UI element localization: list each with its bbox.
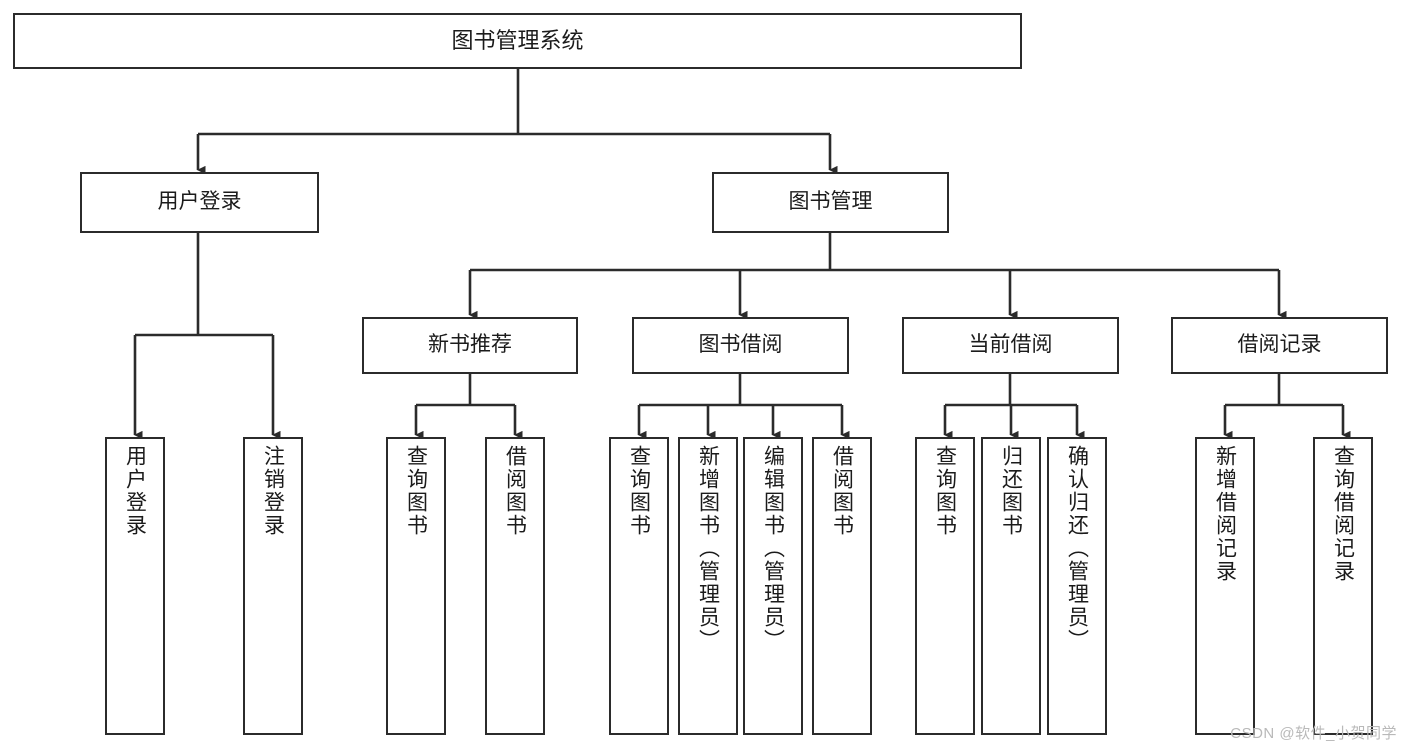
node-book-management-label: 图书管理: [788, 190, 873, 214]
node-new-book-recommend-label: 新书推荐: [428, 333, 512, 357]
node-leaf-user-login-label: 用户登录: [123, 445, 147, 537]
node-root[interactable]: 图书管理系统: [13, 13, 1022, 69]
node-new-book-recommend[interactable]: 新书推荐: [362, 317, 578, 374]
node-leaf-query-book-3-label: 查询图书: [933, 445, 957, 537]
node-leaf-add-book-admin[interactable]: 新增图书（管理员）: [678, 437, 738, 735]
node-leaf-borrow-book-2-label: 借阅图书: [830, 445, 854, 537]
node-borrow-record[interactable]: 借阅记录: [1171, 317, 1388, 374]
node-leaf-borrow-book-2[interactable]: 借阅图书: [812, 437, 872, 735]
node-leaf-query-book-1[interactable]: 查询图书: [386, 437, 446, 735]
node-leaf-query-book-1-label: 查询图书: [404, 445, 428, 537]
node-root-label: 图书管理系统: [451, 28, 584, 54]
node-leaf-borrow-book-1-label: 借阅图书: [503, 445, 527, 537]
node-user-login[interactable]: 用户登录: [80, 172, 319, 233]
node-leaf-edit-book-admin-label: 编辑图书（管理员）: [761, 445, 785, 652]
node-user-login-label: 用户登录: [157, 190, 242, 214]
node-leaf-confirm-return-admin[interactable]: 确认归还（管理员）: [1047, 437, 1107, 735]
node-leaf-confirm-return-admin-label: 确认归还（管理员）: [1065, 445, 1089, 652]
node-leaf-query-book-2[interactable]: 查询图书: [609, 437, 669, 735]
node-leaf-add-book-admin-label: 新增图书（管理员）: [696, 445, 720, 652]
node-leaf-query-book-2-label: 查询图书: [627, 445, 651, 537]
node-book-borrow-label: 图书借阅: [698, 333, 783, 357]
node-leaf-query-book-3[interactable]: 查询图书: [915, 437, 975, 735]
node-leaf-logout-login[interactable]: 注销登录: [243, 437, 303, 735]
node-leaf-user-login[interactable]: 用户登录: [105, 437, 165, 735]
node-current-borrow-label: 当前借阅: [968, 333, 1053, 357]
node-leaf-add-borrow-record[interactable]: 新增借阅记录: [1195, 437, 1255, 735]
node-leaf-edit-book-admin[interactable]: 编辑图书（管理员）: [743, 437, 803, 735]
node-leaf-query-borrow-record[interactable]: 查询借阅记录: [1313, 437, 1373, 735]
node-leaf-borrow-book-1[interactable]: 借阅图书: [485, 437, 545, 735]
node-leaf-return-book-label: 归还图书: [999, 445, 1023, 537]
node-borrow-record-label: 借阅记录: [1237, 333, 1322, 357]
node-book-management[interactable]: 图书管理: [712, 172, 949, 233]
node-leaf-add-borrow-record-label: 新增借阅记录: [1213, 445, 1237, 583]
node-current-borrow[interactable]: 当前借阅: [902, 317, 1119, 374]
node-leaf-return-book[interactable]: 归还图书: [981, 437, 1041, 735]
node-book-borrow[interactable]: 图书借阅: [632, 317, 849, 374]
node-leaf-logout-login-label: 注销登录: [261, 445, 285, 537]
node-leaf-query-borrow-record-label: 查询借阅记录: [1331, 445, 1355, 583]
